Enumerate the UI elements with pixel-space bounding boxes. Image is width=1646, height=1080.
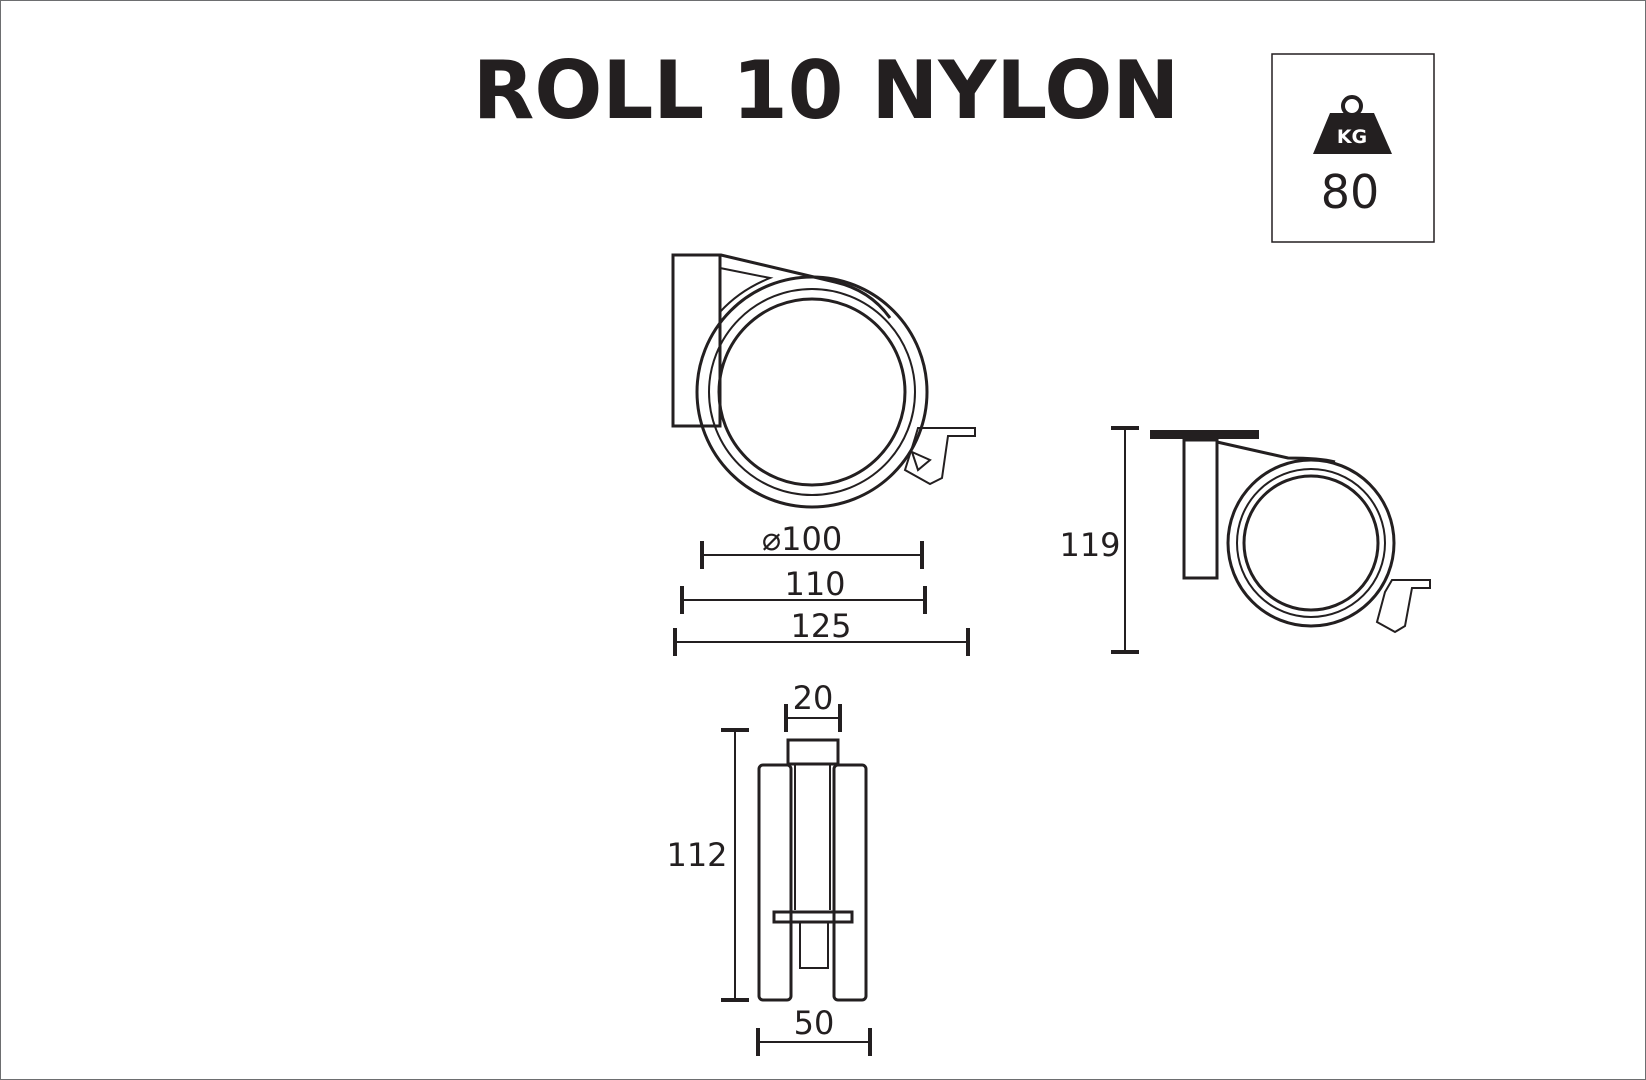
wheel-tread xyxy=(708,288,916,496)
dimension-50: 50 xyxy=(756,1004,872,1056)
brake-pedal xyxy=(903,427,976,486)
label-20: 20 xyxy=(793,679,834,717)
dimension-20: 20 xyxy=(784,679,842,732)
weight-icon xyxy=(1313,95,1392,154)
brake-pedal-right xyxy=(1375,579,1431,634)
label-50: 50 xyxy=(794,1004,835,1042)
wheel-hub xyxy=(717,297,907,487)
side-view-castor xyxy=(671,253,976,509)
page-title: ROLL 10 NYLON xyxy=(473,44,1180,137)
front-view-castor xyxy=(757,738,868,1002)
right-view-castor xyxy=(1150,430,1431,634)
label-112: 112 xyxy=(666,836,727,874)
label-119: 119 xyxy=(1059,526,1120,564)
load-capacity-box: KG 80 xyxy=(1271,53,1435,243)
wheel-outer xyxy=(695,275,929,509)
label-wheel-diameter: ⌀100 xyxy=(762,520,842,558)
load-value: 80 xyxy=(1321,165,1380,219)
label-110: 110 xyxy=(784,565,845,603)
dimension-119: 119 xyxy=(1059,426,1139,654)
dimension-112: 112 xyxy=(666,728,749,1002)
dimension-125: 125 xyxy=(673,607,970,656)
dimension-110: 110 xyxy=(680,565,927,614)
load-unit: KG xyxy=(1337,126,1367,148)
label-125: 125 xyxy=(790,607,851,645)
dimension-wheel-diameter: ⌀100 xyxy=(700,520,924,569)
